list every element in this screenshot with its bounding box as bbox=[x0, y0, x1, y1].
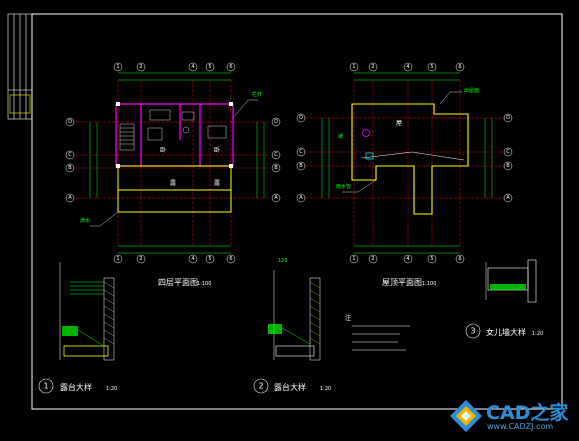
axis-label: 1 bbox=[352, 256, 355, 262]
detail-3-drawing bbox=[485, 259, 537, 303]
cad-logo-icon bbox=[450, 400, 482, 432]
axis-label: 5 bbox=[430, 64, 433, 70]
detail-2-number: 2 bbox=[258, 382, 263, 391]
axis-label: 5 bbox=[430, 256, 433, 262]
detail-1-caption: 1 露台大样 1:20 bbox=[38, 378, 117, 394]
axis-label: 6 bbox=[229, 64, 232, 70]
svg-text:卧: 卧 bbox=[160, 146, 166, 154]
axis-label: D bbox=[506, 115, 510, 121]
axis-label: C bbox=[506, 149, 510, 155]
axis-label: A bbox=[299, 195, 303, 201]
sheet-frame bbox=[31, 13, 563, 410]
floor-right-axes: D C B A bbox=[271, 117, 281, 203]
axis-label: C bbox=[299, 149, 303, 155]
roof-left-axes: D C B A bbox=[296, 113, 306, 203]
svg-text:出屋面: 出屋面 bbox=[464, 87, 479, 94]
axis-label: 6 bbox=[458, 256, 461, 262]
axis-label: C bbox=[68, 152, 72, 158]
svg-text:露: 露 bbox=[214, 180, 220, 187]
axis-label: 4 bbox=[406, 256, 409, 262]
axis-label: 1 bbox=[116, 64, 119, 70]
axis-label: 2 bbox=[139, 64, 142, 70]
svg-text:露: 露 bbox=[170, 180, 176, 187]
axis-label: 2 bbox=[371, 64, 374, 70]
left-strip-highlight bbox=[9, 94, 31, 114]
roof-right-axes: D C B A bbox=[503, 113, 513, 203]
detail-2-title: 露台大样 bbox=[274, 382, 306, 392]
detail-2-drawing: 120 bbox=[268, 258, 321, 361]
roof-bottom-axes: 1 2 4 5 6 bbox=[349, 254, 465, 264]
axis-label: 5 bbox=[208, 64, 211, 70]
svg-text:雨水管: 雨水管 bbox=[336, 183, 351, 190]
detail-1-number: 1 bbox=[43, 382, 48, 391]
floor-top-axes: 1 2 4 5 6 bbox=[113, 62, 236, 72]
roof-top-axes: 1 2 4 5 6 bbox=[349, 62, 465, 72]
svg-text:栏杆: 栏杆 bbox=[252, 91, 262, 98]
axis-label: B bbox=[299, 163, 303, 169]
axis-label: 2 bbox=[371, 256, 374, 262]
axis-label: A bbox=[274, 195, 278, 201]
axis-label: 4 bbox=[191, 256, 194, 262]
detail-2-scale: 1:20 bbox=[320, 386, 331, 392]
floor-plan: 卧 卧 露 露 栏杆 滴水 1 2 4 5 6 bbox=[65, 62, 281, 287]
axis-label: 1 bbox=[352, 64, 355, 70]
detail-1-drawing bbox=[59, 262, 115, 361]
floor-plan-title: 四层平面图 bbox=[158, 278, 198, 287]
watermark-url: www.CADZJ.com bbox=[487, 422, 554, 431]
axis-label: 4 bbox=[191, 64, 194, 70]
axis-label: A bbox=[68, 195, 72, 201]
floor-bottom-axes: 1 2 4 5 6 bbox=[113, 254, 236, 264]
detail-1-title: 露台大样 bbox=[60, 382, 92, 392]
roof-plan-title: 屋顶平面图 bbox=[382, 278, 422, 287]
axis-label: A bbox=[506, 195, 510, 201]
detail-1-scale: 1:20 bbox=[106, 386, 117, 392]
axis-label: B bbox=[68, 165, 72, 171]
axis-label: D bbox=[68, 119, 72, 125]
axis-label: B bbox=[506, 163, 510, 169]
svg-text:滴水: 滴水 bbox=[80, 217, 90, 224]
svg-text:卧: 卧 bbox=[214, 146, 220, 154]
svg-text:坡: 坡 bbox=[338, 133, 343, 140]
floor-left-axes: D C B A bbox=[65, 117, 75, 203]
roof-plan-scale: 1:100 bbox=[422, 281, 436, 287]
axis-label: D bbox=[299, 115, 303, 121]
axis-label: 6 bbox=[229, 256, 232, 262]
axis-label: 4 bbox=[406, 64, 409, 70]
svg-text:注: 注 bbox=[345, 314, 351, 322]
detail-2-caption: 2 露台大样 1:20 bbox=[253, 378, 331, 394]
detail-3-title: 女儿墙大样 bbox=[486, 327, 526, 337]
axis-label: B bbox=[274, 165, 278, 171]
floor-plan-scale: 1:100 bbox=[197, 281, 211, 287]
detail-3-caption: 3 女儿墙大样 1:20 bbox=[465, 323, 543, 339]
svg-text:120: 120 bbox=[278, 258, 288, 264]
roof-plan: 出屋面 雨水管 屋 坡 1 2 4 5 6 1 2 4 5 6 bbox=[296, 62, 513, 287]
axis-label: 1 bbox=[116, 256, 119, 262]
axis-label: D bbox=[274, 119, 278, 125]
axis-label: C bbox=[274, 152, 278, 158]
svg-text:屋: 屋 bbox=[396, 120, 402, 127]
axis-label: 2 bbox=[139, 256, 142, 262]
watermark-brand: CAD之家 bbox=[486, 402, 569, 424]
detail-3-number: 3 bbox=[470, 327, 475, 336]
left-title-strip bbox=[7, 13, 33, 120]
general-notes: 注 bbox=[345, 314, 410, 351]
detail-3-scale: 1:20 bbox=[532, 331, 543, 337]
axis-label: 5 bbox=[208, 256, 211, 262]
axis-label: 6 bbox=[458, 64, 461, 70]
